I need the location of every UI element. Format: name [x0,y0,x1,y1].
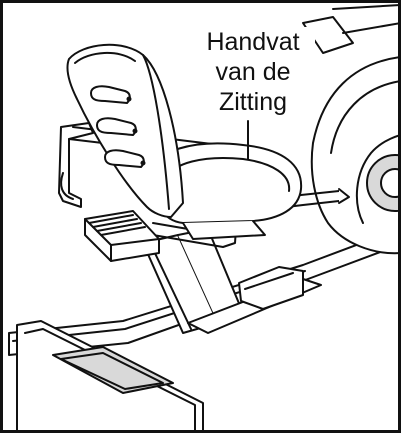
pedal [84,210,160,262]
callout-line-3: Zitting [218,88,288,116]
flywheel-housing [302,4,398,255]
callout-label: Handvat van de Zitting [191,27,315,117]
callout-line-2: van de [215,58,291,86]
callout-line-1: Handvat [206,28,300,56]
recumbent-bike-drawing [8,4,398,430]
seat-backrest [66,43,184,218]
seat-cushion [152,142,303,240]
seat-rail [187,266,322,334]
front-stabilizer [16,320,204,430]
